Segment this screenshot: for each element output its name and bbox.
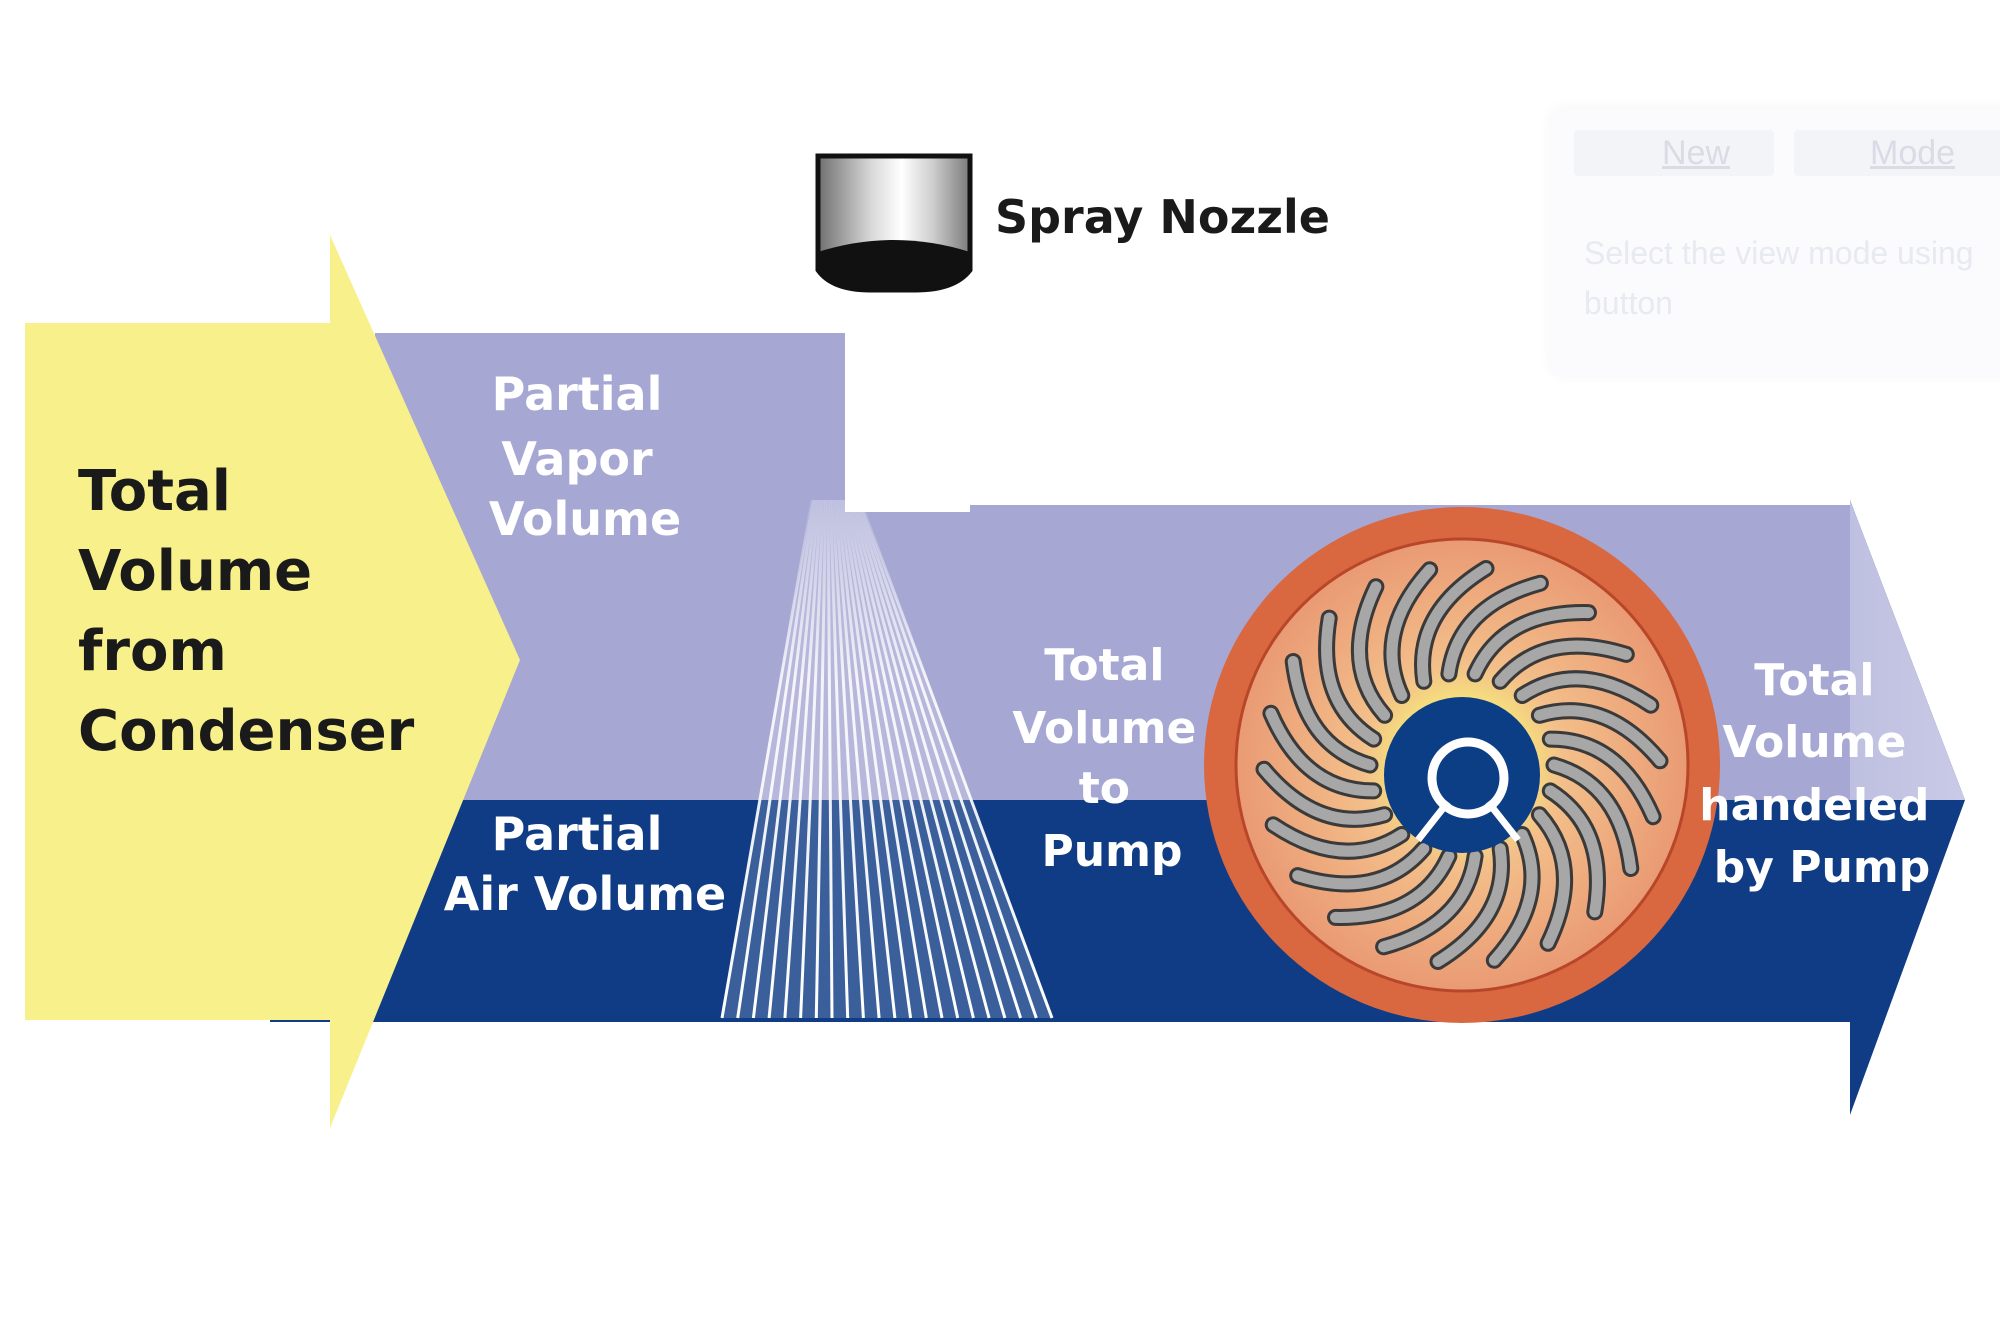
- impeller-blade: [1533, 809, 1571, 949]
- vapor-volume-label: Partial Vapor Volume: [489, 367, 681, 546]
- inlet-arrow: [25, 235, 520, 1128]
- spray-line: [833, 499, 881, 1019]
- impeller-blade: [1265, 707, 1380, 797]
- spray-line: [847, 499, 975, 1019]
- spray-line: [831, 499, 865, 1019]
- spray-mist: [722, 500, 1052, 1018]
- impeller-blade: [1548, 759, 1637, 874]
- tab-mode[interactable]: Mode: [1794, 130, 2000, 176]
- faint-overlay-panel: New Mode Select the view mode using butt…: [1550, 108, 2000, 376]
- spray-line: [858, 499, 1054, 1019]
- impeller-blade: [1432, 843, 1507, 967]
- spray-line: [736, 499, 816, 1019]
- impeller-blade: [1353, 581, 1391, 721]
- spray-nozzle-icon: [815, 153, 973, 293]
- outlet-label: Total Volume handeled by Pump: [1699, 655, 1944, 893]
- overlay-hint-text: Select the view mode using button: [1584, 235, 1974, 321]
- spray-line: [783, 499, 823, 1019]
- impeller-blade: [1544, 785, 1603, 918]
- spray-line: [849, 499, 991, 1019]
- impeller-blade: [1287, 656, 1376, 771]
- impeller-blade: [1321, 612, 1380, 745]
- spray-line: [751, 499, 819, 1019]
- impeller-blade: [1544, 733, 1659, 823]
- impeller-blade: [1494, 640, 1632, 687]
- air-volume-label: Partial Air Volume: [444, 807, 726, 921]
- impeller-blade: [1488, 829, 1538, 966]
- pump-inlet-label: Total Volume to Pump: [1012, 640, 1211, 877]
- impeller-blade: [1378, 850, 1481, 953]
- spray-line: [842, 499, 944, 1019]
- impeller-blade: [1417, 563, 1492, 687]
- spray-line: [828, 499, 850, 1019]
- spray-line: [835, 499, 897, 1019]
- inlet-label: Total Volume from Condenser: [78, 459, 415, 764]
- impeller-blade: [1443, 577, 1546, 680]
- impeller-blade: [1533, 705, 1666, 767]
- spray-line: [826, 499, 834, 1019]
- impeller-blade: [1386, 564, 1436, 701]
- spray-line: [840, 499, 928, 1019]
- spray-line: [720, 499, 814, 1019]
- spray-line: [767, 499, 821, 1019]
- spray-line: [851, 499, 1007, 1019]
- impeller-blade: [1292, 843, 1430, 890]
- spray-line: [844, 499, 960, 1019]
- impeller-blade: [1258, 763, 1391, 825]
- spray-line: [837, 499, 913, 1019]
- spray-line: [814, 499, 828, 1019]
- impeller-blade: [1516, 673, 1657, 711]
- pump-impeller-icon: [1204, 507, 1720, 1023]
- tab-new[interactable]: New: [1574, 130, 1774, 176]
- spray-line: [799, 499, 825, 1019]
- impeller-blade: [1267, 819, 1408, 857]
- impeller-blade: [1330, 850, 1455, 923]
- spray-cone: [720, 499, 1054, 1019]
- spray-line: [856, 499, 1038, 1019]
- spray-nozzle-label: Spray Nozzle: [995, 190, 1330, 244]
- spray-line: [853, 499, 1023, 1019]
- impeller-blade: [1469, 607, 1594, 680]
